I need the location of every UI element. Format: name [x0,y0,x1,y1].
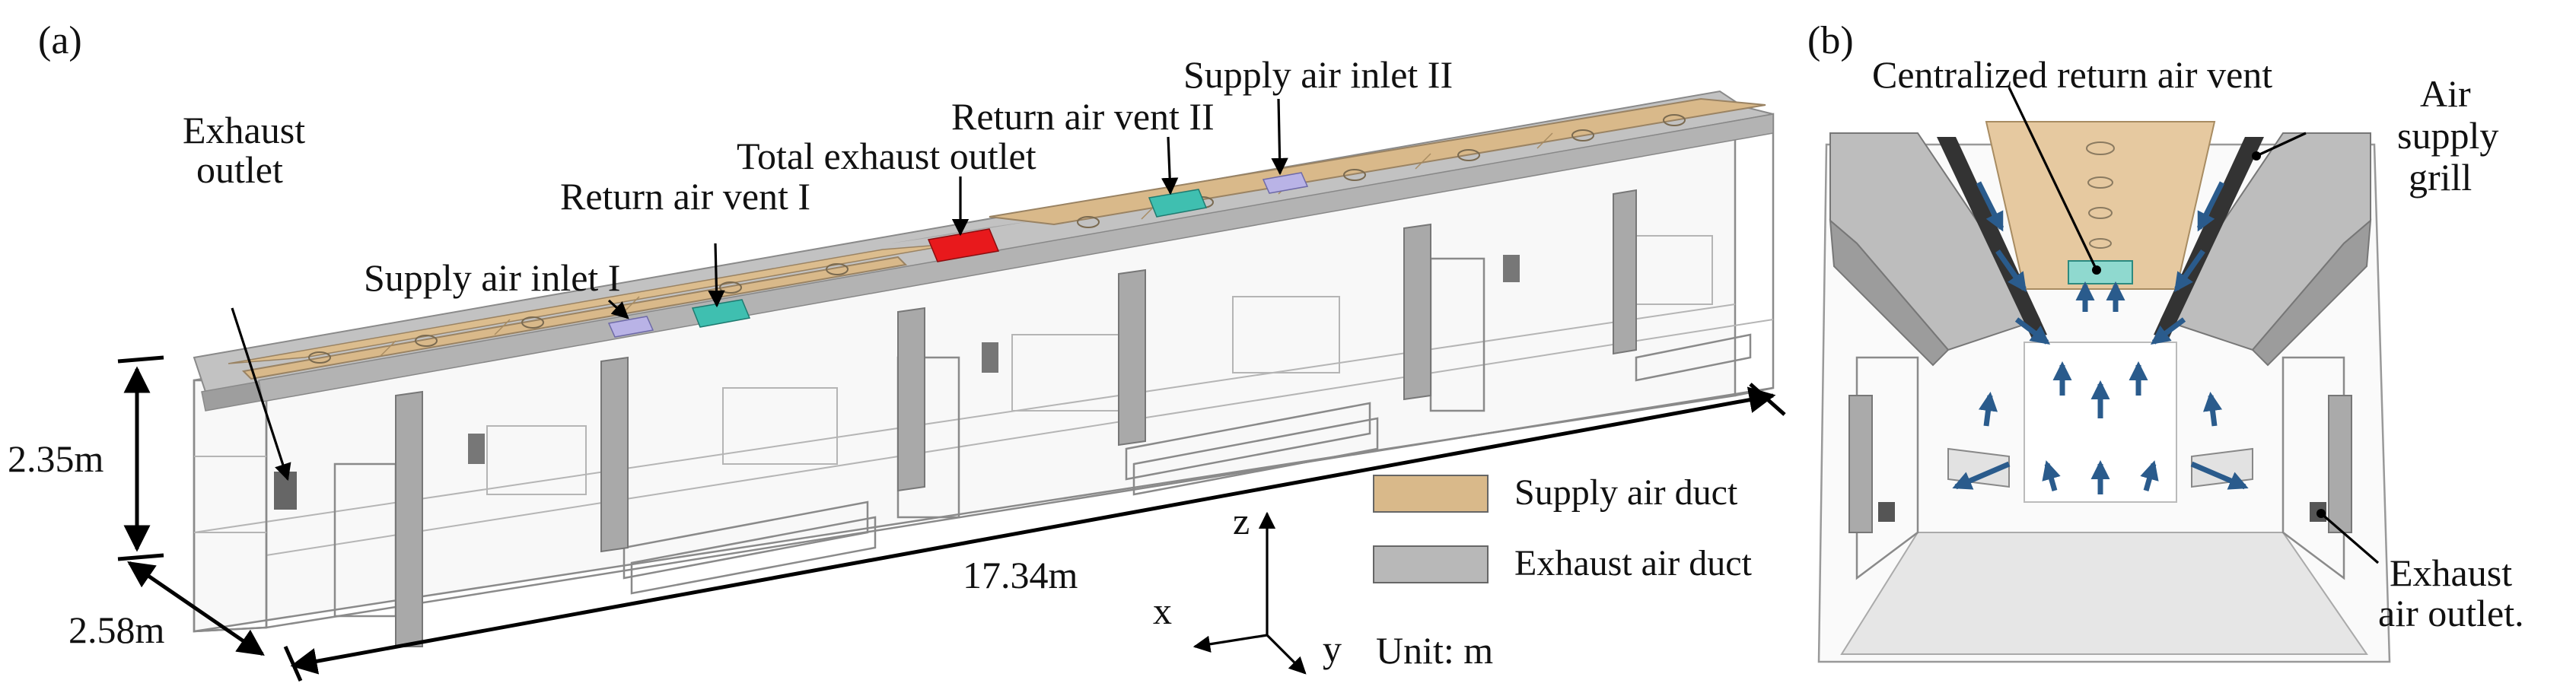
legend-label-supply: Supply air duct [1514,472,1738,513]
panel-a-train-model: (a) [8,19,1786,682]
label-supply-inlet-2: Supply air inlet II [1183,53,1453,96]
panel-b-cross-section: (b) [1807,19,2524,663]
dim-height-label: 2.35m [8,437,104,480]
dimension-length: 17.34m [283,383,1786,682]
return-vent-1-patch [691,299,751,328]
label-return-vent-2: Return air vent II [951,95,1215,138]
dimension-height: 2.35m [8,355,164,561]
label-air-supply-line2: supply [2397,114,2498,157]
axis-y-label: y [1323,628,1342,670]
label-centralized-return: Centralized return air vent [1872,53,2272,96]
supply-inlet-2-patch [1262,172,1309,194]
label-air-supply-line3: grill [2409,156,2472,199]
legend: Supply air duct Exhaust air duct [1373,472,1753,583]
label-total-exhaust: Total exhaust outlet [737,135,1036,177]
unit-label: Unit: m [1376,629,1493,672]
label-exhaust-air-line1: Exhaust [2390,551,2512,594]
dim-width-label: 2.58m [68,609,165,651]
dim-length-label: 17.34m [963,554,1078,596]
return-vent-2-patch [1148,189,1208,218]
label-exhaust-outlet-line2: outlet [196,148,283,191]
flow-arrows [1952,181,2249,494]
label-exhaust-outlet-line1: Exhaust [183,109,305,151]
label-supply-inlet-1: Supply air inlet I [364,256,620,299]
total-exhaust-patch [927,228,1000,262]
axis-x-label: x [1153,590,1172,632]
legend-swatch-exhaust [1373,545,1489,583]
dimension-width: 2.58m [68,561,265,656]
legend-swatch-supply [1373,475,1489,513]
panel-b-label: (b) [1807,19,1854,62]
panel-a-label: (a) [38,19,82,62]
axis-z-label: z [1233,500,1250,542]
label-return-vent-1: Return air vent I [560,175,810,218]
coordinate-axes: z x y Unit: m [1153,500,1493,675]
supply-inlet-1-patch [607,316,654,338]
legend-label-exhaust: Exhaust air duct [1514,543,1753,583]
label-air-supply-line1: Air [2420,72,2471,115]
label-exhaust-air-line2: air outlet. [2378,592,2524,634]
